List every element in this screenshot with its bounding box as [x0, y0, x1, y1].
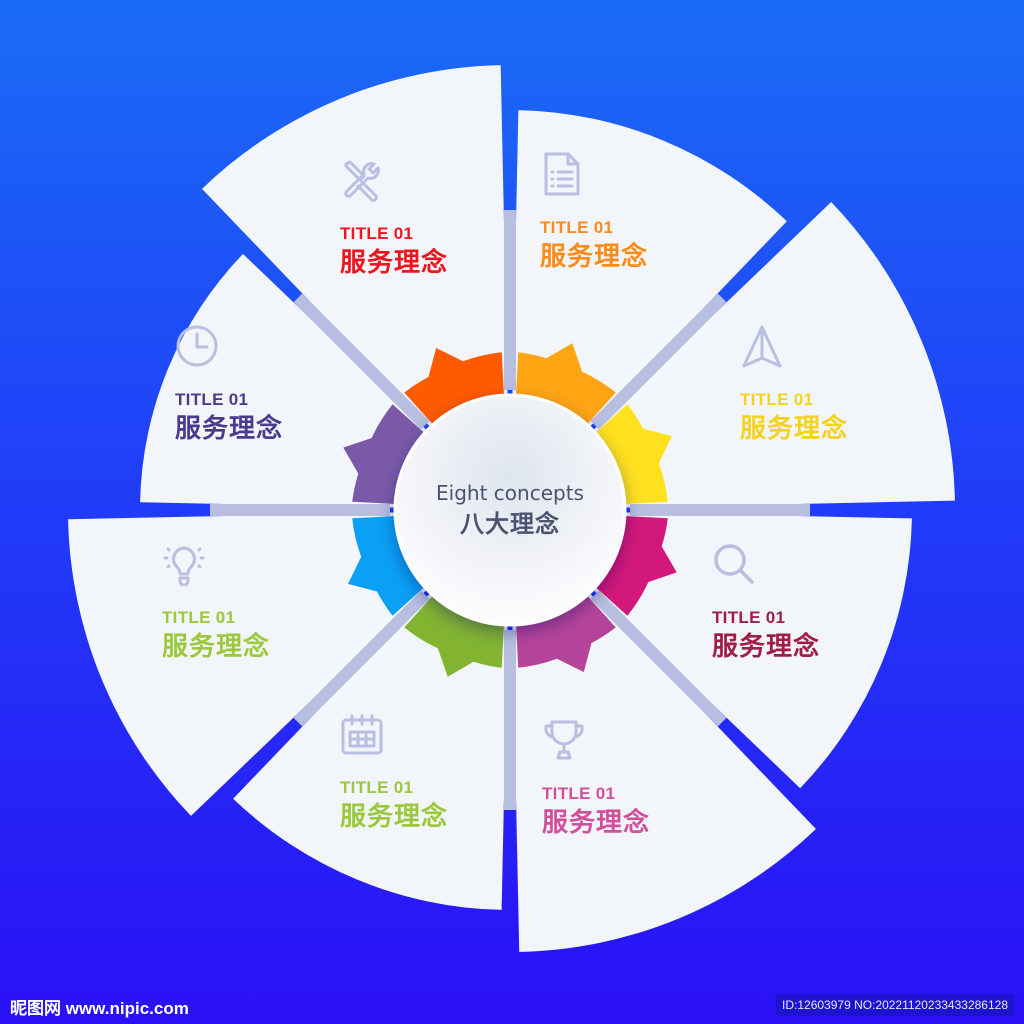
- divider-line: [590, 590, 727, 727]
- center-label: Eight concepts 八大理念: [395, 395, 625, 625]
- center-title-en: Eight concepts: [436, 481, 584, 505]
- segment-6-title: TITLE 01: [340, 778, 414, 797]
- lightbulb-icon: [162, 542, 206, 586]
- segment-3: TITLE 01 服务理念: [740, 324, 848, 446]
- gear-segment-2: [515, 343, 616, 429]
- center-circle: [393, 393, 627, 627]
- segment-5-title: TITLE 01: [542, 784, 616, 803]
- trophy-icon: [542, 718, 586, 762]
- watermark-id: ID:12603979 NO:20221120233433286128: [776, 994, 1014, 1016]
- watermark-logo: 昵图网 www.nipic.com: [10, 999, 189, 1018]
- gear-segment-1: [404, 348, 505, 429]
- segment-1-subtitle: 服务理念: [340, 248, 449, 278]
- segment-7-subtitle: 服务理念: [162, 632, 271, 662]
- wrench-screwdriver-icon: [340, 158, 384, 202]
- segment-dividers: [210, 210, 810, 810]
- document-list-icon: [540, 152, 584, 196]
- divider-line: [293, 293, 430, 430]
- segment-8: TITLE 01 服务理念: [175, 324, 283, 446]
- clock-icon: [175, 324, 219, 368]
- segment-6-subtitle: 服务理念: [340, 802, 449, 832]
- segment-3-subtitle: 服务理念: [740, 414, 849, 444]
- segment-2-subtitle: 服务理念: [540, 242, 649, 272]
- segment-8-subtitle: 服务理念: [175, 414, 284, 444]
- center-title-zh: 八大理念: [460, 510, 560, 538]
- gear-segment-4: [591, 515, 677, 616]
- segment-6: TITLE 01 服务理念: [340, 712, 448, 834]
- navigation-arrow-icon: [740, 324, 784, 368]
- segment-1: TITLE 01 服务理念: [340, 158, 448, 280]
- segment-4-title: TITLE 01: [712, 608, 786, 627]
- segment-5-subtitle: 服务理念: [542, 808, 651, 838]
- gear-segment-8: [343, 404, 429, 505]
- gear-segment-3: [591, 404, 672, 505]
- calendar-icon: [340, 712, 384, 756]
- segment-3-title: TITLE 01: [740, 390, 814, 409]
- segment-4: TITLE 01 服务理念: [712, 542, 820, 664]
- color-gear-ring: [343, 343, 677, 677]
- gear-segment-7: [348, 515, 429, 616]
- segment-2-title: TITLE 01: [540, 218, 614, 237]
- gear-segment-6: [404, 591, 505, 677]
- divider-line: [590, 293, 727, 430]
- segment-8-title: TITLE 01: [175, 390, 249, 409]
- segment-7: TITLE 01 服务理念: [162, 542, 270, 664]
- segment-1-title: TITLE 01: [340, 224, 414, 243]
- segment-2: TITLE 01 服务理念: [540, 152, 648, 274]
- gear-segment-5: [515, 591, 616, 672]
- search-icon: [712, 542, 756, 586]
- segment-7-title: TITLE 01: [162, 608, 236, 627]
- divider-line: [293, 590, 430, 727]
- segment-4-subtitle: 服务理念: [712, 632, 821, 662]
- segment-5: TITLE 01 服务理念: [542, 718, 650, 840]
